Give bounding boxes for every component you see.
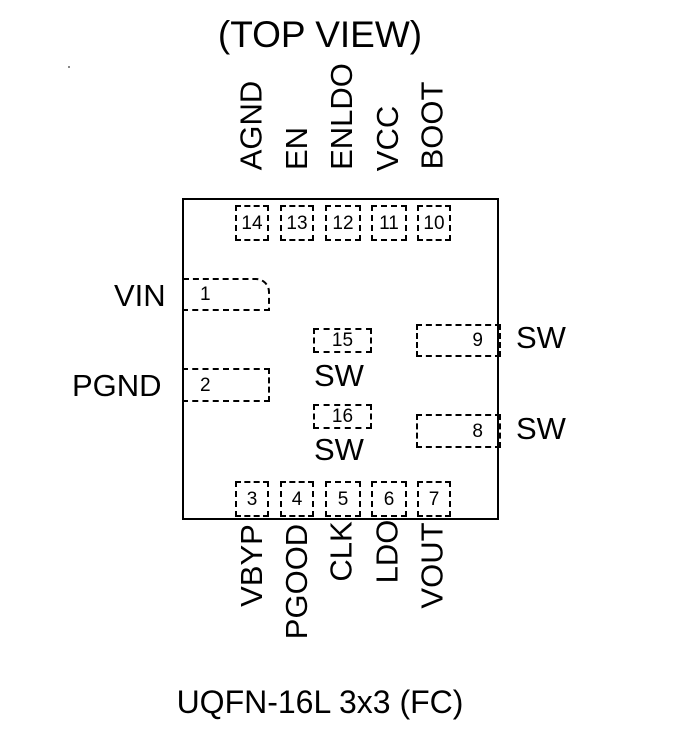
pad-4: 4 [280,481,314,517]
pad-11: 11 [371,205,407,241]
pin-label-sw-8: SW [516,411,566,446]
pad-2: 2 [182,368,270,402]
diagram-title: (TOP VIEW) [217,14,423,55]
pad-8: 8 [416,414,501,448]
stray-dot [68,66,70,68]
pin-label-agnd: AGND [233,80,269,170]
pin-label-en: EN [278,126,314,170]
pin-label-vcc: VCC [369,105,405,171]
pad-6: 6 [371,481,407,517]
pad-12: 12 [325,205,361,241]
pad-16: 16 [313,404,372,429]
pad-15: 15 [313,328,372,353]
pad-10: 10 [417,205,451,241]
pad-7: 7 [417,481,451,517]
pad-5: 5 [325,481,361,517]
pin-label-vbyp: VBYP [233,523,269,607]
pin-label-sw-9: SW [516,320,566,355]
pad-15-label: SW [314,358,364,393]
pad-1: 1 [182,278,270,311]
pad-3: 3 [235,481,269,517]
package-caption: UQFN-16L 3x3 (FC) [176,684,464,720]
pin-label-vin: VIN [114,278,166,313]
pin-label-clk: CLK [323,520,359,582]
pin-label-enldo: ENLDO [323,62,359,170]
pin-label-pgnd: PGND [72,368,162,403]
pin-label-boot: BOOT [414,81,450,169]
pad-16-label: SW [314,432,364,467]
pin-label-pgood: PGOOD [278,523,314,639]
pin-label-ldo: LDO [369,519,405,583]
pad-9: 9 [416,324,501,357]
package-outline: 14 13 12 11 10 3 4 5 6 7 1 2 9 8 15 16 S… [182,198,501,520]
pad-13: 13 [280,205,314,241]
pad-14: 14 [235,205,269,241]
pin-label-vout: VOUT [414,521,450,609]
